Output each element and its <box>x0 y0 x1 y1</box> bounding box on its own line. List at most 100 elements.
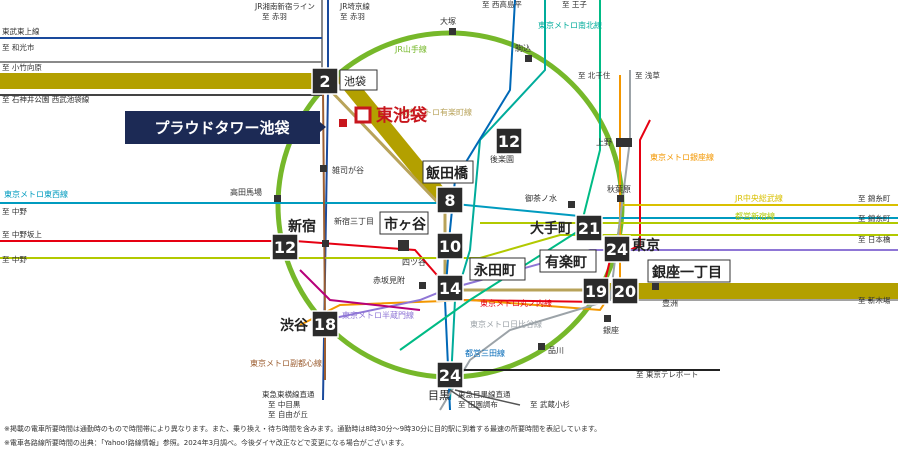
svg-text:24: 24 <box>439 366 461 385</box>
terminus-naka-meguro: 至 中目黒 <box>268 399 301 409</box>
stn-higashi-ikebukuro: 東池袋 <box>376 105 428 126</box>
label-meguro-through: 東急目黒線直通 <box>458 389 511 399</box>
property-pointer <box>320 122 326 132</box>
stn-tokyo: 東京 <box>632 237 660 254</box>
stn-ichigaya: 市ヶ谷 <box>384 216 427 233</box>
stn-shibuya: 渋谷 <box>280 317 309 334</box>
terminus-kita-senju: 至 北千住 <box>578 70 611 80</box>
svg-text:19: 19 <box>585 282 607 301</box>
footnote-2: ※電車各路線所要時間の出典：「Yahoo!路線情報」参照。2024年3月調べ。今… <box>4 438 408 447</box>
hibiya-line <box>439 70 631 411</box>
time-box-meguro: 24 <box>436 361 464 389</box>
label-mita: 都営三田線 <box>465 348 505 358</box>
label-jr-sobu: JR中央総武線 <box>734 193 783 203</box>
stn-otsuka-marker <box>449 28 456 35</box>
terminus-nakano-2: 至 中野 <box>2 254 27 264</box>
time-box-shibuya: 18 <box>311 310 339 338</box>
stn-nagatacho-box <box>469 257 526 281</box>
stn-shinagawa: 品川 <box>548 346 564 355</box>
time-box-ikebukuro: 2 <box>311 67 339 95</box>
label-shonan: JR湘南新宿ライン <box>254 1 315 11</box>
svg-text:12: 12 <box>274 238 296 257</box>
stn-ueno: 上野 <box>596 138 612 147</box>
stn-takadanobaba: 高田馬場 <box>230 187 262 197</box>
stn-shinjuku-sanchome-marker <box>322 240 329 247</box>
terminus-shinkiba: 至 新木場 <box>858 295 891 305</box>
stn-yotsuya-marker <box>398 240 409 251</box>
stn-akihabara: 秋葉原 <box>607 184 631 194</box>
terminus-musashi-kosugi: 至 武蔵小杉 <box>530 399 570 409</box>
time-box-nagatacho: 14 <box>436 274 464 302</box>
label-tobu: 東武東上線 <box>2 26 40 36</box>
stn-ginza-itchome-box <box>647 259 731 283</box>
time-box-iidabashi: 8 <box>436 186 464 214</box>
higashi-ikebukuro-marker <box>354 106 372 124</box>
svg-text:8: 8 <box>444 191 455 210</box>
express-band-east <box>600 283 898 299</box>
terminus-kinshicho-1: 至 錦糸町 <box>858 193 891 203</box>
stn-iidabashi: 飯田橋 <box>425 165 469 182</box>
stn-ikebukuro-box <box>339 69 378 91</box>
stn-ginza-marker <box>604 315 611 322</box>
shinjuku-line-center <box>295 234 898 259</box>
terminus-kinshicho-2: 至 錦糸町 <box>858 213 891 223</box>
stn-ichigaya-box <box>379 211 429 235</box>
stn-toyosu: 豊洲 <box>662 298 678 308</box>
time-box-shinjuku: 12 <box>271 233 299 261</box>
stn-otsuka: 大塚 <box>440 16 456 26</box>
terminus-tokyo-teleport: 至 東京テレポート <box>636 369 698 379</box>
svg-text:20: 20 <box>614 282 636 301</box>
time-box-ginza-itchome: 20 <box>611 277 639 305</box>
label-yurakucho: 東京メトロ有楽町線 <box>400 107 472 117</box>
oedo-line <box>299 269 421 311</box>
label-saikyo: JR埼京線 <box>339 1 370 11</box>
svg-text:18: 18 <box>314 315 336 334</box>
stn-ochanomizu: 御茶ノ水 <box>525 193 557 203</box>
small-stations <box>274 28 659 350</box>
stn-yotsuya: 四ツ谷 <box>402 258 426 267</box>
property-name: プラウドタワー池袋 <box>154 119 290 137</box>
property-dot <box>339 119 347 127</box>
terminus-oji: 至 王子 <box>562 0 587 9</box>
label-yamanote: JR山手線 <box>394 44 427 54</box>
terminus-nakano-sakaue: 至 中野坂上 <box>2 229 42 239</box>
stn-shinjuku-sanchome: 新宿三丁目 <box>334 216 374 226</box>
label-hanzomon: 東京メトロ半蔵門線 <box>342 310 414 320</box>
stn-iidabashi-box <box>422 160 474 184</box>
express-band-west <box>0 73 330 89</box>
stn-zoshigaya-marker <box>320 165 327 172</box>
label-ginza: 東京メトロ銀座線 <box>650 152 714 162</box>
time-box-yurakucho: 19 <box>582 277 610 305</box>
stn-shinagawa-marker <box>538 343 545 350</box>
label-hibiya: 東京メトロ日比谷線 <box>470 319 542 329</box>
stn-nagatacho: 永田町 <box>473 262 516 279</box>
stn-takadanobaba-marker <box>274 195 281 202</box>
stn-ikebukuro: 池袋 <box>344 74 366 88</box>
terminus-wakoshi: 至 和光市 <box>2 42 35 52</box>
property-badge <box>125 111 320 144</box>
svg-text:12: 12 <box>498 132 520 151</box>
svg-text:10: 10 <box>439 237 461 256</box>
stn-yurakucho-box <box>539 249 597 273</box>
stn-ginza: 銀座 <box>603 325 619 335</box>
stn-ochanomizu-marker <box>568 201 575 208</box>
time-box-korakuen: 12 <box>495 127 523 155</box>
stn-komagome: 駒込 <box>515 43 531 53</box>
svg-text:2: 2 <box>319 72 330 91</box>
stn-yurakucho: 有楽町 <box>545 254 587 271</box>
time-box-tokyo: 24 <box>603 235 631 263</box>
south-lines <box>449 389 521 411</box>
stn-ginza-itchome: 銀座一丁目 <box>652 264 722 281</box>
terminus-den-en-chofu: 至 田園調布 <box>458 399 498 409</box>
stn-otemachi: 大手町 <box>530 220 572 237</box>
namboku-line <box>449 0 546 401</box>
stn-akihabara-marker <box>617 195 624 202</box>
terminus-akabane-1: 至 赤羽 <box>262 12 287 21</box>
terminus-nishitakashimadaira: 至 西高島平 <box>482 0 522 9</box>
terminus-kotake: 至 小竹向原 <box>2 62 42 72</box>
terminus-shakujii: 至 石神井公園 西武池袋線 <box>2 94 90 104</box>
shinjuku-line <box>0 222 898 259</box>
terminus-akabane-2: 至 赤羽 <box>340 12 365 21</box>
time-box-ichigaya: 10 <box>436 232 464 260</box>
